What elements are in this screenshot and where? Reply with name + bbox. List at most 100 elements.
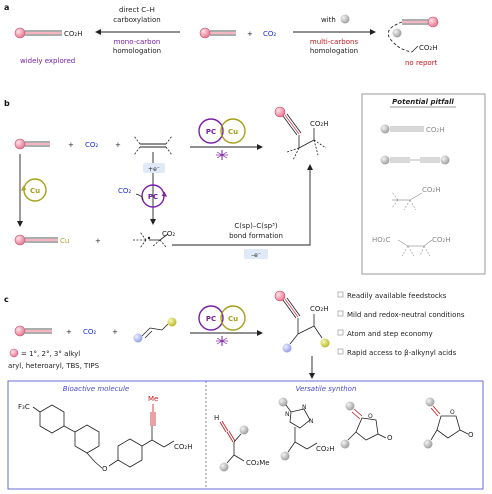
radical-co2-species: CO₂: [133, 230, 175, 249]
plus-b1: +: [68, 141, 74, 149]
feature-2: Atom and step economy: [347, 330, 433, 338]
arrow-left-line1: direct C–H: [119, 6, 155, 14]
panel-label-b: b: [4, 99, 10, 108]
arrow-left-line4: homologation: [113, 47, 161, 55]
arrow-left-line3: mono-carbon: [114, 38, 161, 46]
pitfall-3-label: CO₂H: [422, 186, 440, 194]
arrow-bond-formation: [172, 164, 313, 246]
b-alkene: [133, 135, 173, 156]
pc-c-label: PC: [206, 315, 216, 323]
pitfall-4-right: CO₂H: [432, 236, 450, 244]
right-product-homologated: CO₂H: [387, 16, 439, 53]
b-product-co2h: CO₂H: [310, 120, 328, 128]
feature-1: Mild and redox-neutral conditions: [347, 311, 465, 319]
left-product-alkynoic-acid: CO₂H: [14, 27, 82, 39]
triazole-n2: N: [302, 404, 307, 411]
pc-cycle-co2: CO₂: [118, 187, 131, 195]
left-caption: widely explored: [20, 57, 75, 65]
cf3-label: F₃C: [18, 403, 30, 411]
pc-b-label: PC: [206, 128, 216, 136]
syn2-co2h: CO₂H: [316, 445, 334, 453]
cu-cycle-left-label: Cu: [30, 187, 40, 195]
bond-line1: C(sp)–C(sp³): [234, 222, 277, 230]
c-terminal-alkyne: [14, 325, 52, 337]
arrow-right-line2: homologation: [310, 47, 358, 55]
cu-c-label: Cu: [228, 315, 238, 323]
plus-c1: +: [66, 328, 72, 336]
synthon-title: Versatile synthon: [296, 385, 357, 393]
co2-a: CO₂: [263, 30, 276, 38]
synthon-triazole: N N N CO₂H: [278, 397, 334, 461]
plus-b3: +: [95, 237, 101, 245]
pitfall-1-label: CO₂H: [426, 126, 444, 134]
e-minus-minus-label: –e⁻: [251, 252, 261, 259]
cu-acetylide: Cu: [14, 234, 69, 246]
pc-cu-dual-cycle-b: PC Cu: [198, 118, 246, 144]
pc-cycle-middle-label: PC: [148, 193, 158, 201]
cu-acetylide-label: Cu: [60, 237, 69, 245]
pitfall-4-left: HO₂C: [372, 236, 391, 244]
e-minus-plus-label: +e⁻: [148, 166, 160, 173]
photo-icon-b: [216, 150, 228, 160]
c-diene-substrate: [133, 317, 177, 343]
plus-c2: +: [112, 328, 118, 336]
bio-co2h-label: CO₂H: [174, 443, 192, 451]
legend-line2: aryl, heteroaryl, TBS, TIPS: [8, 362, 100, 370]
bioactive-molecule: F₃C O Me CO₂H: [18, 395, 192, 473]
panel-label-c: c: [4, 295, 9, 304]
pitfall-4: HO₂C CO₂H: [372, 236, 450, 257]
b-product: CO₂H: [274, 106, 328, 161]
cu-b-label: Cu: [228, 128, 238, 136]
co2-c: CO₂: [83, 328, 96, 336]
co2-into-cycle-arrow: [135, 193, 144, 201]
lactone1-carbonyl-o: O: [387, 434, 393, 442]
c-product: CO₂H: [274, 290, 330, 353]
with-label: with: [321, 16, 336, 24]
triazole-n3: N: [309, 418, 314, 425]
synthon-lactone-1: O O: [340, 401, 393, 449]
feature-0: Readily available feedstocks: [347, 292, 447, 300]
plus-a: +: [247, 30, 253, 38]
pitfall-3: CO₂H: [391, 186, 440, 211]
lactone2-carbonyl-o: O: [468, 431, 474, 439]
pitfall-1: CO₂H: [380, 124, 444, 134]
pc-cu-dual-cycle-c: PC Cu: [198, 305, 246, 331]
bioactive-title: Bioactive molecule: [63, 385, 129, 393]
pitfall-2-diyne: [380, 155, 450, 165]
photo-icon-c: [216, 336, 228, 346]
triazole-n1: N: [285, 411, 290, 418]
gray-ball-reagent: [340, 14, 350, 24]
h-label: H: [214, 414, 219, 422]
left-product-label: CO₂H: [64, 30, 82, 38]
legend-pink-ball: [9, 348, 19, 358]
b-terminal-alkyne: [14, 138, 50, 150]
pitfall-title: Potential pitfall: [392, 98, 454, 106]
applications-frame: [7, 380, 484, 490]
cu-cycle-left: Cu: [20, 178, 47, 202]
panel-label-a: a: [4, 3, 9, 12]
right-product-label: CO₂H: [419, 44, 437, 52]
c-product-co2h: CO₂H: [310, 305, 328, 313]
lactone1-ring-o: O: [368, 413, 373, 420]
synthon-lactone-2: O O: [423, 397, 474, 449]
legend-line1: = 1°, 2°, 3° alkyl: [21, 350, 80, 358]
center-terminal-alkyne: [199, 27, 236, 39]
pc-cycle-middle: PC: [141, 184, 168, 208]
plus-b2: +: [115, 141, 121, 149]
bond-line2: bond formation: [229, 232, 283, 240]
e-minus-minus-box: [244, 249, 268, 259]
features-list: Readily available feedstocks Mild and re…: [337, 291, 465, 357]
lactone2-ring-o: O: [450, 409, 455, 416]
me-label: Me: [148, 395, 158, 403]
right-caption: no report: [405, 59, 438, 67]
e-minus-plus-box: [143, 163, 165, 173]
synthon-allene: H CO₂Me: [214, 414, 270, 472]
arrow-right-line1: multi-carbons: [310, 38, 359, 46]
radical-co2-label: CO₂: [162, 230, 175, 238]
ether-o-label: O: [102, 465, 108, 473]
co2-b: CO₂: [85, 141, 98, 149]
feature-3: Rapid access to β-alkynyl acids: [347, 349, 457, 357]
pitfall-box: [361, 93, 486, 275]
arrow-left-line2: carboxylation: [113, 16, 160, 24]
